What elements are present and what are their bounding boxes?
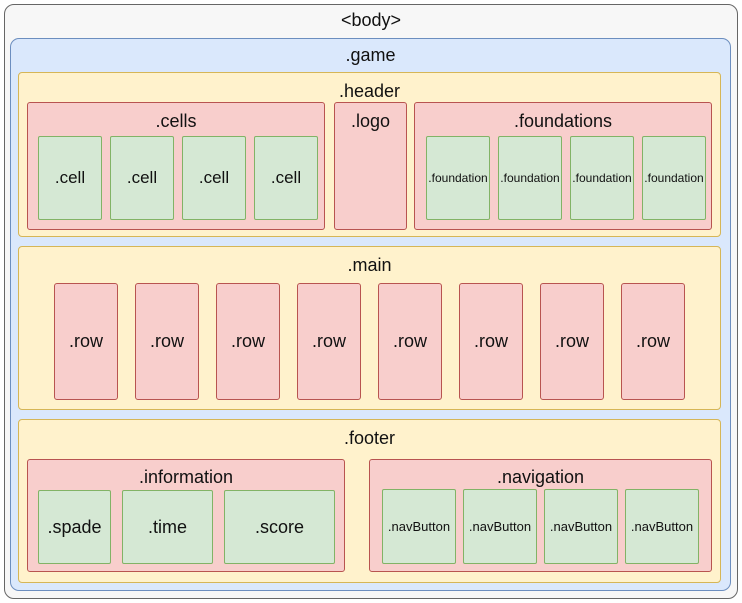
foundation-box: .foundation bbox=[426, 136, 490, 220]
score-box: .score bbox=[224, 490, 335, 564]
row-box: .row bbox=[378, 283, 442, 400]
time-box: .time bbox=[122, 490, 213, 564]
body-label: <body> bbox=[340, 10, 402, 30]
foundation-box: .foundation bbox=[570, 136, 634, 220]
nav-button-box: .navButton bbox=[382, 489, 456, 564]
cells-label: .cells bbox=[155, 111, 197, 131]
navigation-label: .navigation bbox=[496, 467, 585, 487]
row-box: .row bbox=[297, 283, 361, 400]
row-box: .row bbox=[216, 283, 280, 400]
game-label: .game bbox=[345, 45, 396, 65]
cell-box: .cell bbox=[110, 136, 174, 220]
foundation-box: .foundation bbox=[498, 136, 562, 220]
foundation-box: .foundation bbox=[642, 136, 706, 220]
cell-box: .cell bbox=[38, 136, 102, 220]
main-label: .main bbox=[347, 255, 392, 275]
main-section: .main bbox=[18, 246, 721, 410]
nav-button-box: .navButton bbox=[463, 489, 537, 564]
spade-box: .spade bbox=[38, 490, 111, 564]
footer-label: .footer bbox=[343, 428, 396, 448]
cell-box: .cell bbox=[254, 136, 318, 220]
logo-box: .logo bbox=[334, 102, 407, 230]
cell-box: .cell bbox=[182, 136, 246, 220]
logo-label: .logo bbox=[350, 111, 391, 131]
row-box: .row bbox=[459, 283, 523, 400]
nav-button-box: .navButton bbox=[625, 489, 699, 564]
row-box: .row bbox=[540, 283, 604, 400]
row-box: .row bbox=[54, 283, 118, 400]
nav-button-box: .navButton bbox=[544, 489, 618, 564]
row-box: .row bbox=[621, 283, 685, 400]
information-label: .information bbox=[138, 467, 234, 487]
row-box: .row bbox=[135, 283, 199, 400]
foundations-label: .foundations bbox=[513, 111, 613, 131]
header-label: .header bbox=[338, 81, 401, 101]
